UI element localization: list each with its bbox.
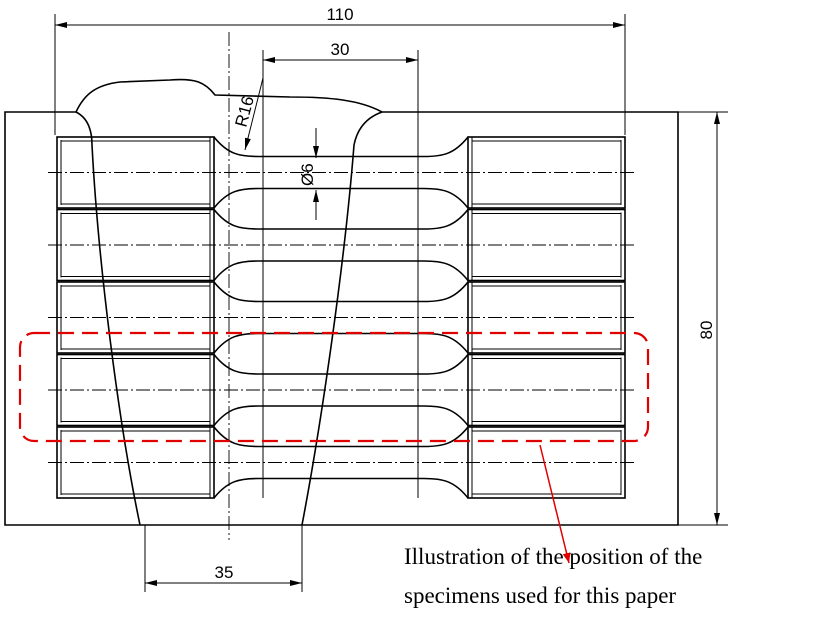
right-fusion-line (301, 111, 383, 526)
dimension-80-label: 80 (697, 321, 716, 340)
specimen-gauge-section (213, 136, 469, 209)
radius-leader (244, 77, 264, 151)
highlight-arrow (539, 444, 571, 564)
specimens (48, 136, 634, 499)
dimension-30-label: 30 (331, 40, 350, 59)
specimen-gauge-section (213, 209, 469, 281)
block-outline (4, 78, 679, 526)
dimension-110-label: 110 (326, 5, 353, 24)
caption-line-2: specimens used for this paper (404, 583, 677, 608)
caption-line-1: Illustration of the position of the (404, 544, 703, 569)
highlight-box (18, 331, 650, 443)
specimen-gauge-section (213, 354, 469, 426)
dimension-35-label: 35 (215, 563, 234, 582)
diameter-label: Ø6 (298, 163, 317, 186)
specimen-gauge-section (213, 426, 469, 499)
left-fusion-line (75, 111, 141, 526)
specimen-gauge-section (213, 281, 469, 354)
radius-label: R16 (232, 94, 258, 129)
